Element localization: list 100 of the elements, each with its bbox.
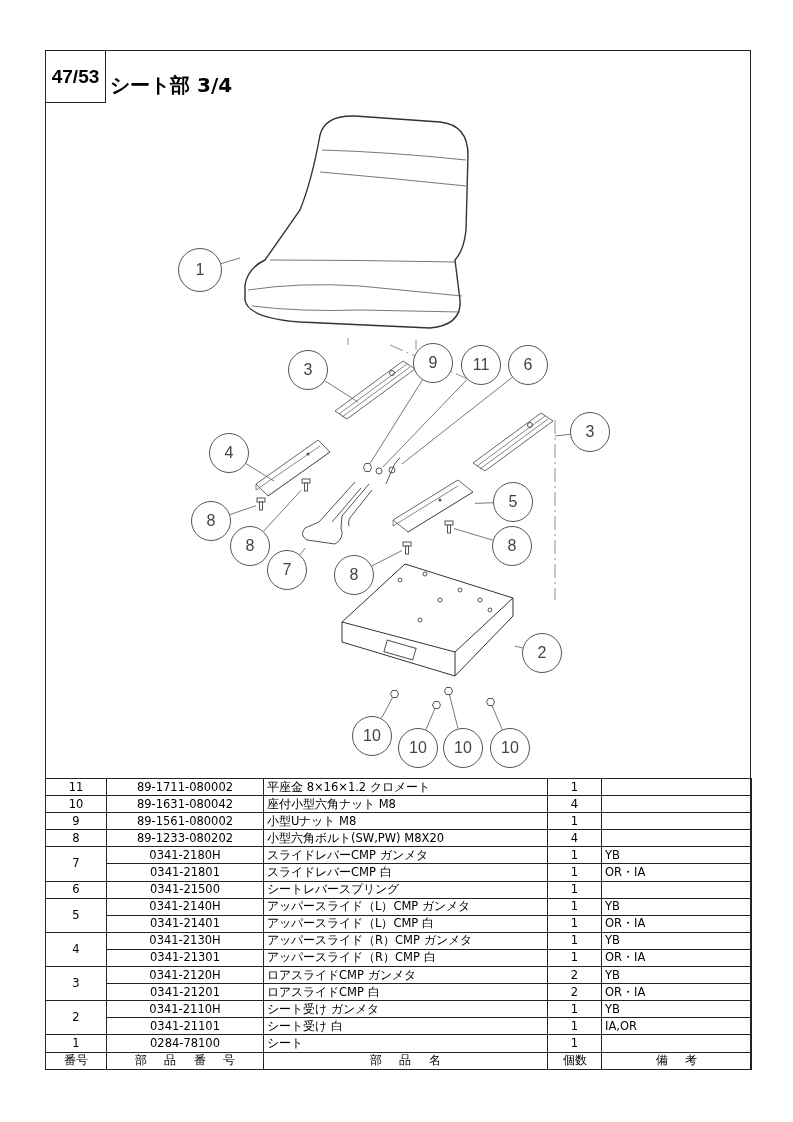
table-text: 89-1631-080042 (136, 796, 234, 812)
table-text: 0341-21801 (150, 865, 220, 880)
callout-number: 3 (288, 350, 328, 390)
table-text: アッパースライド（R）CMP ガンメタ (267, 933, 472, 949)
column-header: 番号 (64, 1053, 88, 1069)
table-text: 4 (570, 796, 579, 812)
callout-number: 4 (209, 433, 249, 473)
table-text: YB (605, 899, 620, 915)
bolt-drawing (403, 542, 411, 554)
table-text: 5 (72, 907, 80, 923)
table-text: 3 (72, 976, 80, 992)
callout-number: 10 (398, 728, 438, 768)
leader-line (299, 547, 306, 556)
column-header: 備 考 (655, 1053, 698, 1069)
callout-number: 8 (334, 555, 374, 595)
table-text: 平座金 8×16×1.2 クロメート (267, 779, 430, 795)
table-text: OR・IA (605, 984, 646, 1000)
leader-line (324, 380, 359, 403)
table-text: 89-1233-080202 (136, 830, 234, 846)
table-text: ロアスライドCMP 白 (267, 984, 380, 1000)
callout-number: 2 (522, 633, 562, 673)
table-text: 2 (570, 967, 579, 983)
nut-drawing (363, 463, 372, 472)
leader-line (263, 490, 302, 532)
page-number: 47/53 (45, 50, 106, 103)
table-text: 89-1711-080002 (136, 779, 234, 795)
table-text: 1 (570, 813, 579, 829)
base-plate-drawing (342, 564, 513, 676)
table-text: 1 (570, 916, 579, 932)
leader-line (371, 550, 403, 567)
table-text: 6 (72, 882, 80, 898)
callout-number: 10 (443, 728, 483, 768)
table-text: 1 (570, 847, 579, 863)
table-text: 0341-2120H (149, 967, 221, 983)
callout-number: 8 (191, 501, 231, 541)
title: シート部 3/4 (110, 72, 233, 99)
column-header: 部 品 名 (370, 1053, 441, 1069)
table-text: 1 (570, 950, 579, 966)
leader-line (401, 376, 513, 465)
leader-line (425, 708, 436, 731)
table-text: 0341-2180H (149, 847, 221, 863)
nut-drawing (486, 698, 495, 706)
table-text: 0341-21101 (150, 1018, 220, 1034)
table-text: 9 (72, 813, 80, 829)
bolt-drawing (257, 498, 265, 510)
bolt-drawing (302, 479, 310, 491)
lower-rail-drawing (473, 413, 553, 471)
table-text: 小型六角ボルト(SW,PW) M8X20 (267, 830, 444, 846)
leader-line (474, 502, 494, 504)
table-text: 小型Uナット M8 (267, 813, 357, 829)
callout-number: 5 (493, 482, 533, 522)
table-text: 11 (68, 779, 84, 795)
table-text: 1 (570, 865, 579, 880)
table-text: 1 (570, 779, 579, 795)
table-text: シート受け 白 (267, 1018, 343, 1034)
table-text: 0341-21401 (150, 916, 220, 932)
table-text: 4 (570, 830, 579, 846)
table-text: OR・IA (605, 950, 646, 966)
callout-number: 3 (570, 412, 610, 452)
leader-line (453, 528, 494, 541)
callout-number: 11 (461, 345, 501, 385)
table-text: OR・IA (605, 865, 646, 880)
table-text: YB (605, 933, 620, 949)
table-text: 0341-2110H (149, 1001, 221, 1017)
leader-line (245, 463, 275, 482)
table-text: スライドレバーCMP ガンメタ (267, 847, 428, 863)
table-text: YB (605, 967, 620, 983)
leader-line (369, 379, 423, 464)
seat-drawing (245, 115, 468, 328)
callout-number: 8 (230, 526, 270, 566)
leader-line (449, 694, 459, 729)
table-text: 2 (570, 984, 579, 1000)
leader-line (491, 705, 503, 730)
leader-line (220, 257, 241, 265)
table-text: 1 (570, 899, 579, 915)
bolt-drawing (445, 521, 453, 533)
table-text: 0341-21301 (150, 950, 220, 966)
table-text: 8 (72, 830, 80, 846)
table-text: 1 (570, 933, 579, 949)
nut-drawing (432, 701, 441, 709)
table-text: 4 (72, 941, 80, 957)
nut-drawing (444, 687, 453, 695)
leader-line (514, 645, 523, 649)
table-text: シートレバースプリング (267, 882, 399, 898)
lower-rail-drawing (335, 361, 415, 419)
table-text: 0341-2130H (149, 933, 221, 949)
table-text: アッパースライド（R）CMP 白 (267, 950, 436, 966)
table-text: OR・IA (605, 916, 646, 932)
table-text: 1 (570, 1001, 579, 1017)
callout-number: 7 (267, 550, 307, 590)
table-text: 0284-78100 (150, 1035, 220, 1051)
table-text: 1 (570, 1035, 579, 1051)
callout-number: 8 (492, 526, 532, 566)
leader-line (229, 505, 257, 515)
table-text: IA,OR (605, 1018, 637, 1034)
table-text: 89-1561-080002 (136, 813, 234, 829)
spring-drawing (386, 458, 400, 484)
table-text: 0341-21201 (150, 984, 220, 1000)
washer-drawing (376, 468, 382, 474)
callout-number: 10 (352, 716, 392, 756)
